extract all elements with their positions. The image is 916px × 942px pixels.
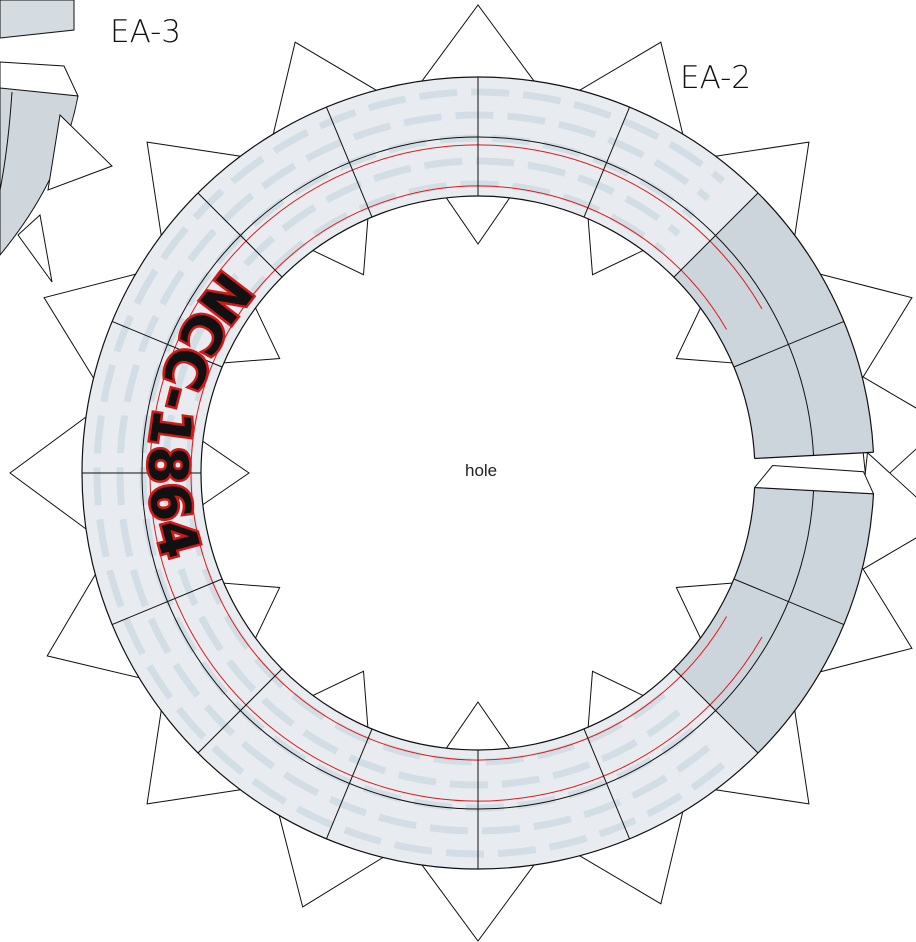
ea-3-partial-part	[0, 0, 113, 283]
segment-divider	[673, 192, 759, 278]
part-label-ea-3: EA-3	[110, 14, 181, 50]
ring-dark-lower	[673, 487, 874, 754]
inner-tooth	[198, 437, 250, 509]
segment-divider	[197, 192, 283, 278]
outer-glue-tabs	[9, 4, 916, 942]
segment-divider	[325, 106, 373, 218]
ea-3-arc-line	[0, 91, 13, 191]
inner-tooth	[442, 193, 514, 245]
segment-dividers	[82, 77, 875, 869]
ea-3-tooth	[17, 214, 53, 283]
outer-tooth	[416, 857, 540, 942]
segment-divider	[325, 728, 373, 840]
ea-3-tab	[0, 0, 75, 39]
outer-tooth	[416, 4, 540, 89]
segment-divider	[111, 578, 223, 626]
inner-tooth	[442, 701, 514, 753]
hole-label: hole	[465, 461, 497, 480]
segment-divider	[111, 320, 223, 368]
inner-glue-tabs	[198, 193, 738, 753]
ea-3-tooth	[47, 113, 113, 191]
segment-divider	[733, 320, 845, 368]
segment-divider	[583, 728, 631, 840]
segment-divider	[733, 578, 845, 626]
part-label-ea-2: EA-2	[680, 60, 751, 96]
ring-outline	[81, 76, 875, 870]
segment-divider	[673, 668, 759, 754]
outer-tooth	[9, 411, 94, 535]
ring-dark-upper	[673, 192, 874, 459]
gap-edge	[754, 451, 874, 460]
segment-divider	[583, 106, 631, 218]
segment-divider	[197, 668, 283, 754]
glue-flap	[753, 464, 875, 495]
